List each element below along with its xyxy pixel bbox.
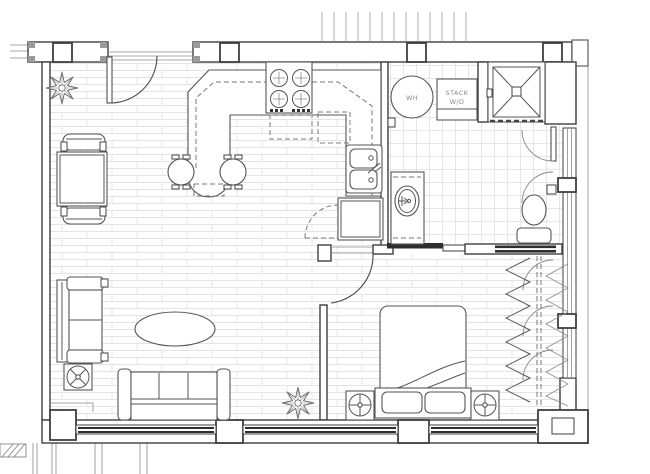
bottom-right-notch	[551, 417, 575, 435]
bedroom-door	[330, 252, 374, 304]
pillow	[381, 391, 423, 414]
pocket-door	[387, 243, 443, 249]
water-heater-label: WH	[406, 94, 418, 102]
utility-closet: WH STACK W/D	[390, 61, 546, 123]
range-knobs	[270, 109, 310, 112]
shower-right-wall	[544, 61, 577, 125]
column	[52, 42, 73, 63]
bottom-post	[397, 419, 430, 444]
side-table-speaker	[63, 363, 93, 391]
bottom-window	[75, 424, 217, 435]
shower-valve	[486, 88, 493, 98]
corridor-wall-right	[464, 243, 563, 255]
entry-sill-lines	[108, 51, 193, 61]
kitchen	[167, 61, 384, 241]
column	[406, 42, 427, 63]
column	[542, 42, 563, 63]
shower-drain	[511, 86, 522, 97]
washer-dryer-label-line1: STACK	[446, 89, 469, 97]
top-right-step	[571, 39, 589, 67]
living-dining	[45, 71, 315, 421]
right-wall-lower	[559, 377, 577, 415]
closet-header-bar	[495, 245, 556, 249]
dining-chair	[60, 133, 107, 152]
closet-rod-dashed	[536, 256, 542, 408]
vanity-faucet	[398, 196, 409, 206]
bedroom-door-header	[331, 246, 373, 254]
bottom-window	[242, 424, 399, 435]
plant	[281, 386, 315, 420]
closet-hangers	[504, 256, 569, 408]
plant	[45, 71, 79, 105]
bottom-left-ledge	[50, 402, 94, 412]
coffee-table	[134, 311, 216, 347]
bathroom	[390, 171, 552, 245]
bottom-post	[49, 409, 77, 441]
dining-table	[56, 151, 108, 207]
bathroom-vanity	[390, 171, 425, 245]
entry-door	[106, 55, 158, 104]
corridor-wall-left-end	[317, 244, 332, 262]
bedroom	[345, 256, 569, 421]
dining-set	[56, 133, 108, 225]
refrigerator	[304, 197, 384, 241]
window-mullion	[557, 177, 577, 193]
windows	[75, 51, 577, 435]
bedroom-living-wall	[319, 304, 328, 421]
kitchen-sink	[345, 144, 383, 194]
top-wall-right	[192, 41, 573, 63]
exterior-context	[0, 12, 589, 474]
toilet	[516, 194, 552, 244]
bar-stools	[167, 154, 247, 190]
stacked-washer-dryer: STACK W/D	[436, 78, 478, 121]
left-exterior-trim	[10, 44, 28, 59]
water-heater	[390, 75, 434, 119]
left-wall	[41, 61, 51, 421]
below-wall-structures	[32, 443, 148, 474]
nightstand-lamp	[345, 390, 375, 421]
peninsula-appliance-dashed	[193, 183, 225, 197]
range	[265, 61, 313, 114]
pillow	[424, 391, 466, 414]
washer-dryer-label-line2: W/D	[450, 98, 465, 106]
doors	[106, 55, 374, 304]
bottom-post	[215, 419, 244, 444]
bed	[374, 305, 472, 419]
deck-hatch-lines	[321, 12, 467, 41]
dining-chair	[60, 206, 107, 225]
nightstand-lamp	[470, 390, 500, 421]
closet-header-bar	[495, 250, 556, 253]
right-window	[557, 127, 577, 379]
corner-cabinet-dashed	[317, 111, 351, 144]
range-hood-dashed	[269, 114, 313, 140]
shower	[486, 61, 546, 123]
window-crank-handle	[546, 184, 557, 195]
wall-section-hatch	[0, 443, 27, 458]
bottom-window	[428, 424, 539, 435]
column	[219, 42, 240, 63]
wall-switch-box	[387, 117, 396, 128]
window-mullion	[557, 313, 577, 329]
bath-entry-sill	[442, 244, 466, 252]
faucet	[367, 162, 382, 174]
loveseat	[56, 276, 109, 364]
corridor-wall-mid	[372, 244, 394, 255]
sofa	[117, 368, 231, 421]
